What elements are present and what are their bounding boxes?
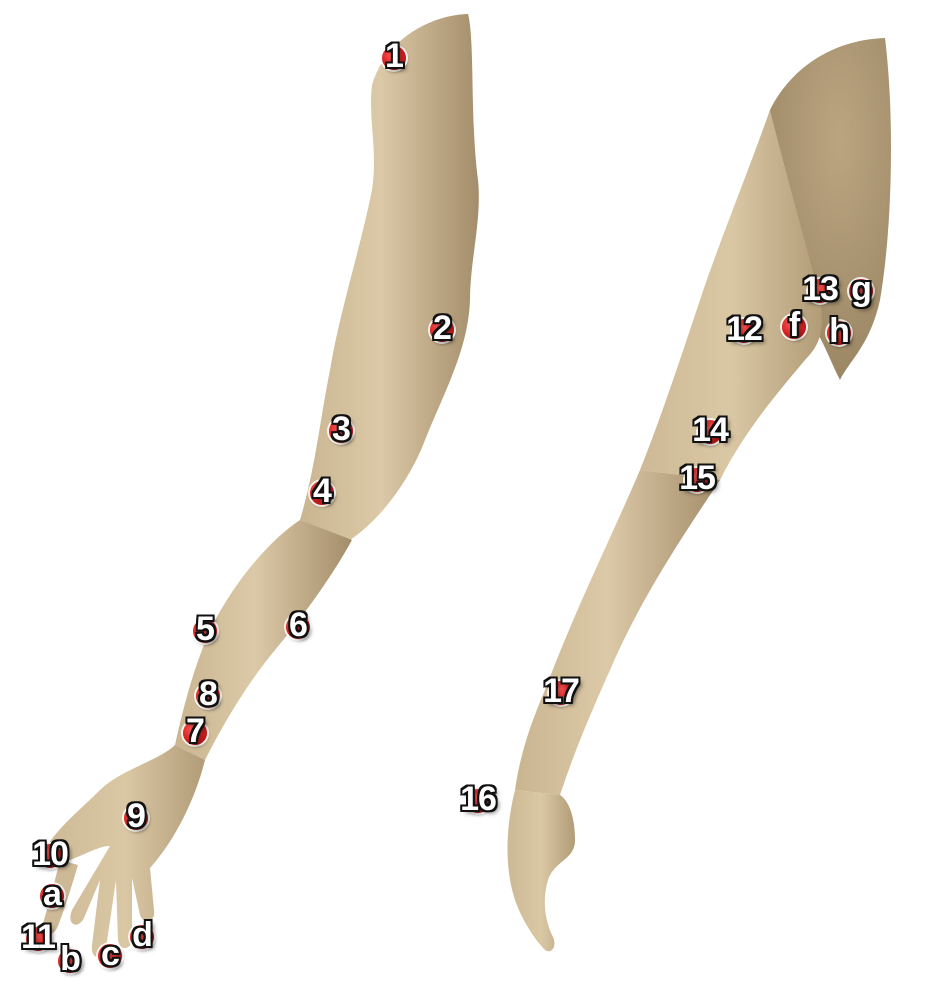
left-upper-arm [300, 14, 479, 540]
right-upper-arm [640, 110, 822, 480]
marker-label: 15 [679, 458, 716, 497]
marker-label: 11 [21, 917, 56, 956]
marker-dot [98, 944, 122, 968]
right-forearm [515, 470, 720, 795]
marker-label: c [101, 934, 120, 973]
marker-dot [286, 615, 310, 639]
marker-label: g [851, 269, 872, 308]
left-hand [45, 745, 205, 958]
marker-label: 1 [385, 36, 404, 75]
marker-dot [183, 721, 207, 745]
marker-dot [827, 321, 851, 345]
marker-dot [430, 318, 454, 342]
marker-label: b [60, 939, 81, 978]
marker-dot [549, 681, 573, 705]
marker-label: 7 [186, 711, 205, 750]
marker-dot [382, 46, 406, 70]
marker-label: f [788, 305, 800, 344]
marker-label: 8 [199, 674, 218, 713]
marker-label: 6 [289, 605, 308, 644]
marker-label: d [132, 915, 153, 954]
right-hand [507, 790, 575, 952]
marker-dot [193, 619, 217, 643]
marker-dot [329, 419, 353, 443]
marker-dot [310, 481, 334, 505]
marker-label: 12 [726, 309, 763, 348]
marker-dot [782, 315, 806, 339]
left-arm [43, 14, 479, 958]
marker-label: 2 [433, 308, 452, 347]
marker-dot [26, 927, 50, 951]
marker-label: 16 [460, 779, 497, 818]
right-arm [507, 38, 892, 952]
marker-label: 17 [543, 671, 580, 710]
marker-dot [38, 844, 62, 868]
marker-label: a [43, 874, 62, 913]
marker-dot [40, 884, 64, 908]
marker-dot [124, 806, 148, 830]
marker-dot [849, 279, 873, 303]
marker-label: h [829, 311, 850, 350]
marker-label: 3 [332, 409, 351, 448]
marker-label: 9 [127, 796, 146, 835]
marker-label: 14 [692, 410, 729, 449]
marker-dot [466, 789, 490, 813]
marker-dot [685, 468, 709, 492]
marker-label: 13 [802, 269, 839, 308]
marker-dot [808, 279, 832, 303]
marker-label: 5 [196, 609, 215, 648]
marker-label: 10 [32, 834, 69, 873]
marker-label: 4 [313, 471, 332, 510]
marker-dot [698, 420, 722, 444]
marker-dot [130, 925, 154, 949]
marker-dot [196, 684, 220, 708]
marker-dot [58, 949, 82, 973]
marker-dot [732, 319, 756, 343]
